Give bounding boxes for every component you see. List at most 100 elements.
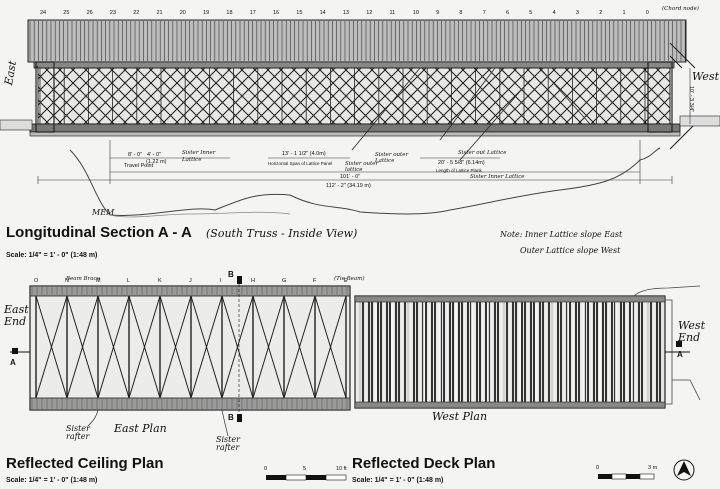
section-scale: Scale: 1/4" = 1' - 0" (1:48 m) (6, 252, 98, 259)
ceiling-sister-rafter-2: Sister rafter (216, 435, 240, 452)
roof (27, 19, 687, 63)
ceiling-plan-drawing (10, 276, 351, 481)
ceiling-scale: Scale: 1/4" = 1' - 0" (1:48 m) (6, 477, 98, 484)
panel-number: 21 (156, 10, 163, 16)
lattice-note-1: Note: Inner Lattice slope East (500, 230, 623, 239)
ceiling-scale-bar (266, 474, 347, 481)
deck-stringers (356, 302, 661, 402)
panel-number: 3 (575, 10, 579, 16)
deck-scale-bar (598, 473, 655, 480)
panel-number: 2 (599, 10, 603, 16)
ceiling-east-plan: East Plan (114, 422, 167, 435)
ceiling-top-plate (29, 285, 351, 297)
panel-number: 17 (249, 10, 256, 16)
east-portal (35, 61, 55, 133)
dimension-lines (37, 68, 691, 184)
panel-number: 26 (86, 10, 93, 16)
terrain-line (69, 147, 661, 216)
truss-posts (39, 68, 646, 132)
panel-number: 13 (342, 10, 350, 16)
ceiling-scale-10: 10 ft (336, 466, 347, 472)
lattice-note-2: Outer Lattice slope West (520, 246, 621, 255)
panel-note: (Chord node) (662, 6, 699, 12)
section-marker-a-right (676, 341, 682, 347)
section-title: Longitudinal Section A - A (6, 224, 192, 241)
note-sister-lattice: Sister outer lattice (345, 161, 379, 173)
section-marker-b-top (237, 276, 242, 284)
ceiling-grid-letter: E (344, 278, 348, 284)
east-abutment (0, 119, 33, 131)
top-chord (33, 61, 675, 69)
ceiling-grid-letter: M (96, 278, 101, 284)
ceiling-grid-letter: G (282, 278, 287, 284)
ceiling-grid-letter: K (158, 278, 162, 284)
ceiling-grid-letter: I (220, 278, 222, 284)
ceiling-tie-beams (35, 296, 347, 398)
ceiling-rafters (31, 287, 348, 409)
dim-travel-point-note: Travel Point (124, 163, 154, 169)
section-marker-b-bottom (237, 414, 242, 422)
panel-number: 4 (552, 10, 556, 16)
deck-west-plan: West Plan (432, 410, 488, 423)
ceiling-marker-b-bottom: B (228, 413, 234, 422)
note-sister-out-lattice: Sister out Lattice (458, 150, 507, 156)
panel-number: 6 (506, 10, 510, 16)
dim-lattice-plank: 20' - 5 5/8" (6.14m) (438, 160, 485, 166)
ceiling-grid-letter: H (251, 278, 255, 284)
panel-number: 14 (319, 10, 326, 16)
panel-number: 20 (179, 10, 186, 16)
longitudinal-section-drawing (0, 19, 720, 218)
ceiling-grid-letter: F (313, 278, 317, 284)
leader-sister-rafter-2 (221, 409, 229, 437)
deck-title: Reflected Deck Plan (352, 455, 496, 472)
ceiling-marker-b-top: B (228, 270, 234, 279)
deck-west-end: West End (678, 319, 705, 344)
panel-number: 25 (63, 10, 70, 16)
lattice-truss (37, 67, 671, 125)
west-label: West (692, 70, 719, 83)
panel-number: 15 (296, 10, 303, 16)
dim-101ft: 101' - 0" (340, 174, 361, 180)
panel-number: 8 (459, 10, 463, 16)
ceiling-grid-letter: O (34, 278, 39, 284)
dim-lattice-span: 13' - 1 1/2" (4.0m) (282, 151, 326, 157)
section-view-note: (South Truss - Inside View) (206, 227, 358, 240)
section-marker-a-left (12, 348, 18, 354)
deck-marker-a: A (677, 350, 683, 359)
deck-scale-3m: 3 m (648, 465, 658, 471)
ceiling-marker-a: A (10, 358, 16, 367)
ceiling-tie-beam-note: (Tie Beam) (334, 276, 365, 282)
deck-bottom-beam (354, 401, 666, 409)
panel-number: 7 (482, 10, 486, 16)
panel-number: 22 (133, 10, 140, 16)
dim-lattice-plank-note: Length of Lattice Plank (436, 168, 482, 173)
panel-number: 0 (645, 10, 649, 16)
sister-lattice-sketch (351, 67, 591, 161)
panel-number: 23 (109, 10, 117, 16)
west-abutment (679, 115, 720, 127)
panel-number: 10 (412, 10, 419, 16)
ceiling-scale-0: 0 (264, 466, 268, 472)
panel-number: 1 (622, 10, 626, 16)
dim-overall: 112' - 2" (34.19 m) (326, 183, 371, 189)
panel-number: 12 (366, 10, 373, 16)
panel-number: 11 (389, 10, 396, 16)
deck-beam (29, 131, 681, 137)
ceiling-east-end: East End (4, 303, 29, 328)
ceiling-title: Reflected Ceiling Plan (6, 455, 164, 472)
ceiling-bottom-plate (29, 397, 351, 411)
dim-travel-point: 8' - 0" (128, 152, 143, 158)
note-sister-inner-1: Sister Inner Lattice (182, 150, 216, 163)
deck-scale: Scale: 1/4" = 1' - 0" (1:48 m) (352, 477, 444, 484)
dim-lattice-span-note: Horizontal Span of Lattice Panel (268, 161, 333, 166)
panel-number: 16 (273, 10, 280, 16)
ceiling-brace-note: Beam Brace (66, 276, 100, 282)
height-dimension: 10' - 3 3/4" (688, 86, 694, 113)
ceiling-grid-letter: N (65, 278, 69, 284)
roof-rafters (29, 21, 686, 61)
ceiling-sister-rafter-1: Sister rafter (66, 424, 90, 441)
deck-scale-0: 0 (596, 465, 600, 471)
panel-number: 19 (203, 10, 210, 16)
ceiling-outline (29, 285, 351, 411)
